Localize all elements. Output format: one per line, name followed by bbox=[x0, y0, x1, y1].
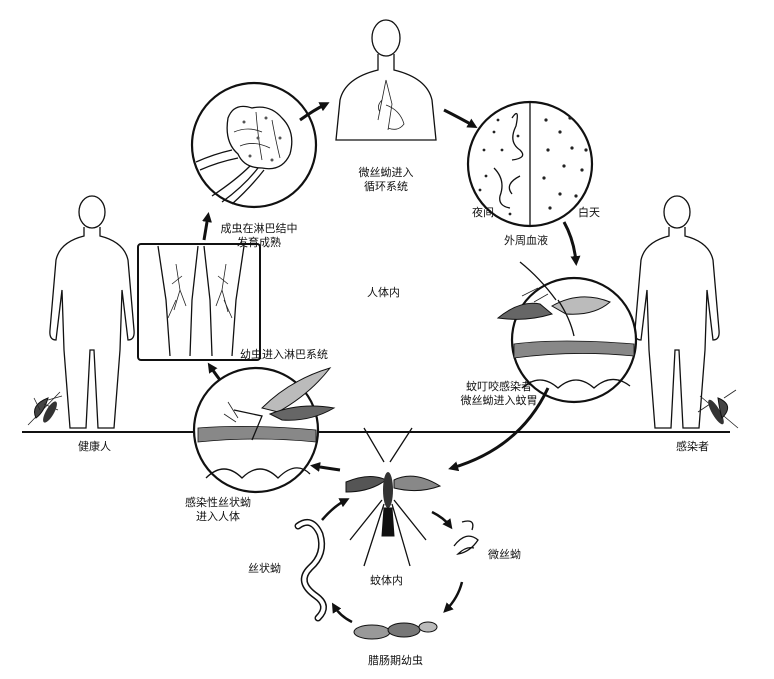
label-adult-in-lymph: 成虫在淋巴结中 发育成熟 bbox=[204, 222, 314, 250]
arrow-mosquito-cycle-1 bbox=[431, 510, 453, 530]
central-mosquito bbox=[345, 427, 442, 567]
label-adult-in-lymph-line2: 发育成熟 bbox=[237, 236, 281, 249]
arrow-bite-to-mosquito bbox=[448, 387, 550, 472]
circulation-bust-figure bbox=[335, 19, 437, 141]
label-larvae-lymph: 幼虫进入淋巴系统 bbox=[240, 348, 328, 361]
arrow-mosquito-cycle-4 bbox=[321, 498, 350, 521]
sausage-larvae bbox=[353, 621, 438, 640]
label-circulation-line1: 微丝蚴进入 bbox=[358, 166, 414, 179]
infected-side-mosquito bbox=[697, 389, 739, 429]
bite-healthy-detail bbox=[197, 367, 336, 479]
label-infective-larva: 感染性丝状蚴 进入人体 bbox=[168, 496, 268, 524]
label-infected-person: 感染者 bbox=[676, 440, 709, 453]
arrow-mosquito-to-healthy bbox=[310, 462, 341, 472]
healthy-person-figure bbox=[49, 195, 135, 429]
label-circulation-line2: 循环系统 bbox=[364, 180, 408, 193]
arrow-healthy-to-legs bbox=[207, 362, 222, 381]
arrow-legs-to-lymph bbox=[202, 212, 212, 241]
healthy-side-mosquito bbox=[27, 391, 63, 426]
label-in-mosquito: 蚊体内 bbox=[370, 574, 403, 587]
label-adult-in-lymph-line1: 成虫在淋巴结中 bbox=[220, 222, 298, 235]
label-peripheral-blood: 外周血液 bbox=[504, 234, 548, 247]
label-mosquito-bite-line1: 蚊叮咬感染者 bbox=[466, 380, 532, 393]
label-healthy-person: 健康人 bbox=[78, 440, 111, 453]
arrow-blood-to-bite bbox=[562, 221, 581, 266]
bite-infected-detail bbox=[496, 261, 635, 389]
label-day: 白天 bbox=[578, 206, 600, 219]
label-infective-larva-line2: 进入人体 bbox=[196, 510, 240, 523]
arrow-mosquito-cycle-3 bbox=[331, 602, 353, 624]
infected-person-figure bbox=[634, 195, 720, 429]
microfilaria-small bbox=[453, 520, 479, 555]
arrow-lymph-to-circulation bbox=[299, 102, 330, 122]
label-infective-larva-line1: 感染性丝状蚴 bbox=[185, 496, 251, 509]
label-filariform: 丝状蚴 bbox=[248, 562, 281, 575]
arrow-circulation-to-blood bbox=[443, 108, 478, 128]
label-microfilaria: 微丝蚴 bbox=[488, 548, 521, 561]
label-mosquito-bite-line2: 微丝蚴进入蚊胃 bbox=[460, 394, 538, 407]
arrow-mosquito-cycle-2 bbox=[443, 581, 464, 613]
label-in-human: 人体内 bbox=[367, 286, 400, 299]
filariform-larva-inner bbox=[296, 520, 326, 620]
label-sausage-larva: 腊肠期幼虫 bbox=[368, 654, 423, 667]
label-night: 夜间 bbox=[472, 206, 494, 219]
lymph-node-detail bbox=[195, 105, 293, 205]
lymph-vessel-detail bbox=[157, 245, 245, 357]
label-mosquito-bite: 蚊叮咬感染者 微丝蚴进入蚊胃 bbox=[444, 380, 554, 408]
label-circulation: 微丝蚴进入 循环系统 bbox=[336, 166, 436, 194]
blood-smear-detail bbox=[478, 112, 588, 216]
lymph-node-circle bbox=[190, 81, 318, 209]
